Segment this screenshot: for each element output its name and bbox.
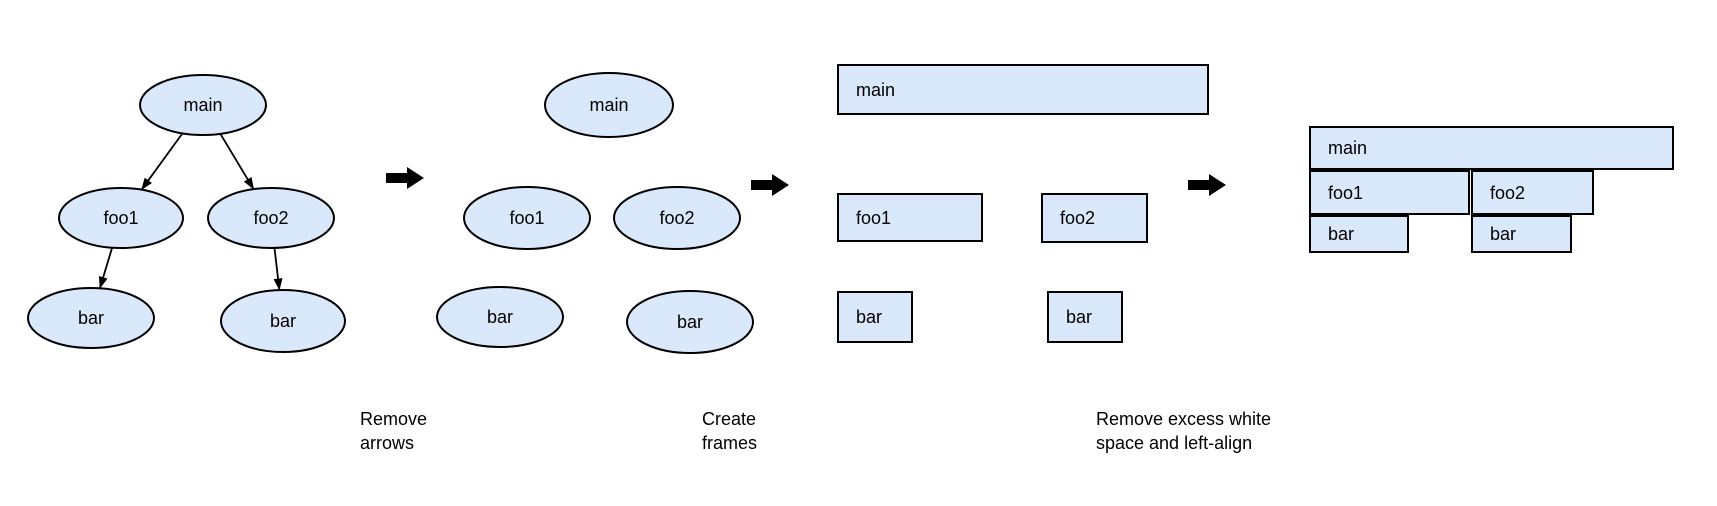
- node-label: main: [589, 95, 628, 115]
- node-label: bar: [677, 312, 703, 332]
- transform-arrow-icon: [1188, 174, 1226, 196]
- frame-label: main: [1328, 138, 1368, 158]
- ellipse-node-foo1: [58, 187, 184, 249]
- ellipse-node-bar: [626, 290, 754, 354]
- ellipse-node-foo2: [207, 187, 335, 249]
- flame-graph-frame-bar: bar: [1471, 215, 1572, 253]
- node-label: bar: [78, 308, 104, 328]
- panel-ellipses-no-arrows: main foo1 foo2 bar bar: [436, 72, 754, 354]
- node-label: foo2: [253, 208, 288, 228]
- call-edge-main-to-foo1: [140, 132, 184, 191]
- call-edge-foo2-to-bar: [273, 247, 283, 291]
- frame-label: foo2: [1060, 208, 1096, 228]
- flame-graph-frame-foo2: foo2: [1471, 170, 1594, 215]
- frame-label: bar: [856, 307, 883, 327]
- ellipse-node-foo1: [463, 186, 591, 250]
- caption-line: Create: [702, 409, 757, 429]
- node-label: bar: [270, 311, 296, 331]
- node-label: bar: [487, 307, 513, 327]
- frame-label: main: [856, 79, 896, 100]
- flame-graph-frame-bar: bar: [1309, 215, 1409, 253]
- caption-remove-arrows: Remove arrows: [360, 407, 427, 455]
- caption-line: frames: [702, 433, 758, 453]
- call-edge-main-to-foo2: [219, 133, 255, 190]
- ellipse-node-main: [139, 74, 267, 136]
- caption-line: Remove excess white: [1096, 409, 1272, 429]
- ellipse-node-bar: [27, 287, 155, 349]
- transform-arrow-icon: [386, 167, 424, 189]
- node-label: foo1: [103, 208, 138, 228]
- caption-create-frames: Create frames: [702, 407, 757, 455]
- caption-remove-excess-whitespace: Remove excess white space and left-align: [1096, 407, 1271, 455]
- frames-frame-bar: bar: [837, 291, 913, 343]
- frames-frame-foo1: foo1: [837, 193, 983, 242]
- frames-frame-main: main: [837, 64, 1209, 115]
- caption-line: arrows: [360, 433, 415, 453]
- call-edge-foo1-to-bar: [98, 247, 113, 289]
- ellipse-node-foo2: [613, 186, 741, 250]
- flame-graph-frame-foo1: foo1: [1309, 170, 1470, 215]
- frame-label: bar: [1328, 224, 1355, 244]
- frame-label: foo1: [1328, 182, 1364, 203]
- node-label: main: [183, 95, 222, 115]
- ellipse-node-main: [544, 72, 674, 138]
- ellipse-node-bar: [220, 289, 346, 353]
- frame-label: bar: [1066, 307, 1093, 327]
- panel-call-tree: main foo1 foo2 bar bar: [27, 74, 346, 353]
- node-label: foo2: [659, 208, 694, 228]
- frame-label: bar: [1490, 224, 1517, 244]
- caption-line: Remove: [360, 409, 428, 429]
- frames-frame-bar: bar: [1047, 291, 1123, 343]
- node-label: foo1: [509, 208, 544, 228]
- caption-line: space and left-align: [1096, 433, 1253, 453]
- frame-label: foo1: [856, 207, 892, 228]
- frame-label: foo2: [1490, 182, 1526, 203]
- flame-graph-frame-main: main: [1309, 126, 1674, 170]
- frames-frame-foo2: foo2: [1041, 193, 1148, 243]
- ellipse-node-bar: [436, 286, 564, 348]
- transform-arrow-icon: [751, 174, 789, 196]
